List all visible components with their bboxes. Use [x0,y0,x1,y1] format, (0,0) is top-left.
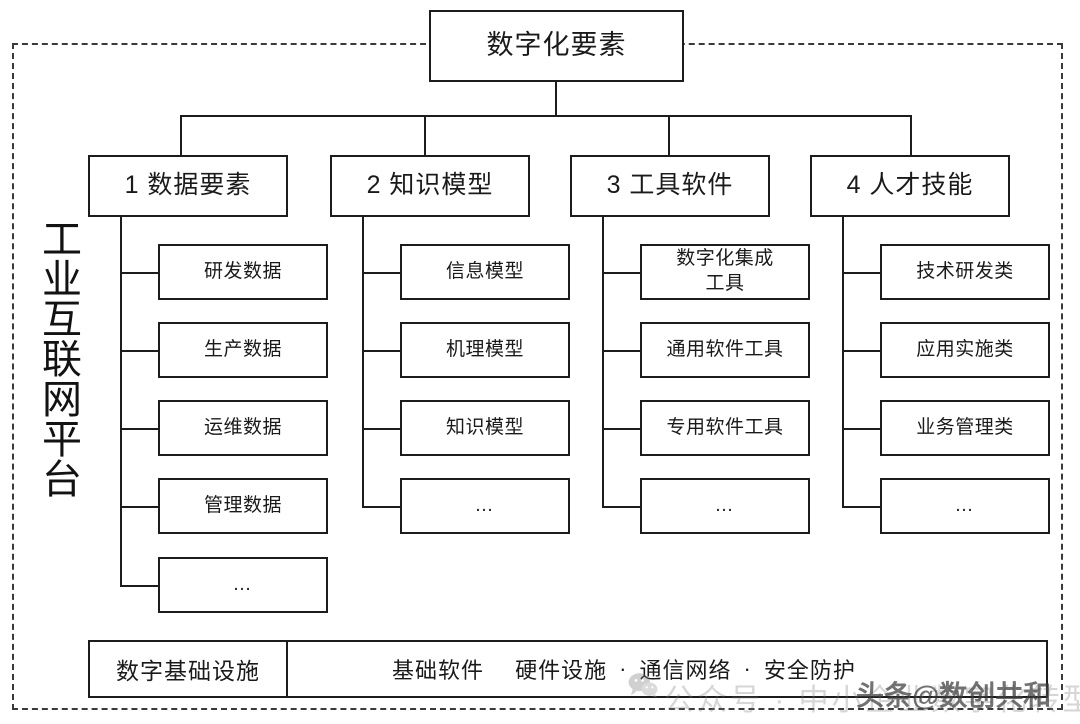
infrastructure-item-4: 安全防护 [763,658,856,683]
leaf-stub-4-4 [842,506,882,508]
leaf-stub-3-4 [602,506,642,508]
category-spine-3 [602,217,604,508]
root-stem [555,82,557,115]
connector-drop-1 [180,115,182,155]
category-spine-1 [120,217,122,587]
leaf-stub-4-1 [842,272,882,274]
leaf-stub-3-2 [602,350,642,352]
leaf-node-3-1: 数字化集成 工具 [640,244,810,300]
root-node: 数字化要素 [429,10,684,82]
leaf-node-2-4: … [400,478,570,534]
category-spine-2 [362,217,364,508]
connector-drop-4 [910,115,912,155]
leaf-stub-2-4 [362,506,402,508]
leaf-stub-4-2 [842,350,882,352]
leaf-node-1-4: 管理数据 [158,478,328,534]
infrastructure-title: 数字基础设施 [88,640,288,698]
leaf-stub-3-3 [602,428,642,430]
infrastructure-separator-2: · [619,656,628,681]
infrastructure-item-3: 通信网络 [639,658,732,683]
leaf-node-1-3: 运维数据 [158,400,328,456]
leaf-node-2-3: 知识模型 [400,400,570,456]
leaf-stub-1-4 [120,506,160,508]
infrastructure-separator-1 [496,656,503,682]
category-spine-4 [842,217,844,508]
platform-label: 工业互联网平台 [36,218,80,498]
leaf-node-1-5: … [158,557,328,613]
leaf-stub-2-3 [362,428,402,430]
leaf-node-3-2: 通用软件工具 [640,322,810,378]
leaf-node-2-2: 机理模型 [400,322,570,378]
leaf-stub-2-1 [362,272,402,274]
infrastructure-items: 基础软件 硬件设施 · 通信网络 · 安全防护 [296,640,1048,698]
connector-drop-3 [668,115,670,155]
category-node-4: 4 人才技能 [810,155,1010,217]
leaf-node-3-3: 专用软件工具 [640,400,810,456]
leaf-stub-1-5 [120,585,160,587]
leaf-node-1-2: 生产数据 [158,322,328,378]
leaf-node-3-4: … [640,478,810,534]
leaf-node-4-4: … [880,478,1050,534]
leaf-stub-4-3 [842,428,882,430]
infrastructure-item-1: 基础软件 [392,658,485,683]
infrastructure-separator-3: · [743,656,752,681]
leaf-node-2-1: 信息模型 [400,244,570,300]
connector-bus [180,115,912,117]
leaf-stub-1-3 [120,428,160,430]
leaf-stub-3-1 [602,272,642,274]
leaf-stub-2-2 [362,350,402,352]
category-node-1: 1 数据要素 [88,155,288,217]
leaf-stub-1-2 [120,350,160,352]
leaf-node-1-1: 研发数据 [158,244,328,300]
connector-drop-2 [424,115,426,155]
category-node-2: 2 知识模型 [330,155,530,217]
leaf-stub-1-1 [120,272,160,274]
leaf-node-4-2: 应用实施类 [880,322,1050,378]
leaf-node-4-3: 业务管理类 [880,400,1050,456]
infrastructure-item-2: 硬件设施 [515,658,608,683]
category-node-3: 3 工具软件 [570,155,770,217]
leaf-node-4-1: 技术研发类 [880,244,1050,300]
